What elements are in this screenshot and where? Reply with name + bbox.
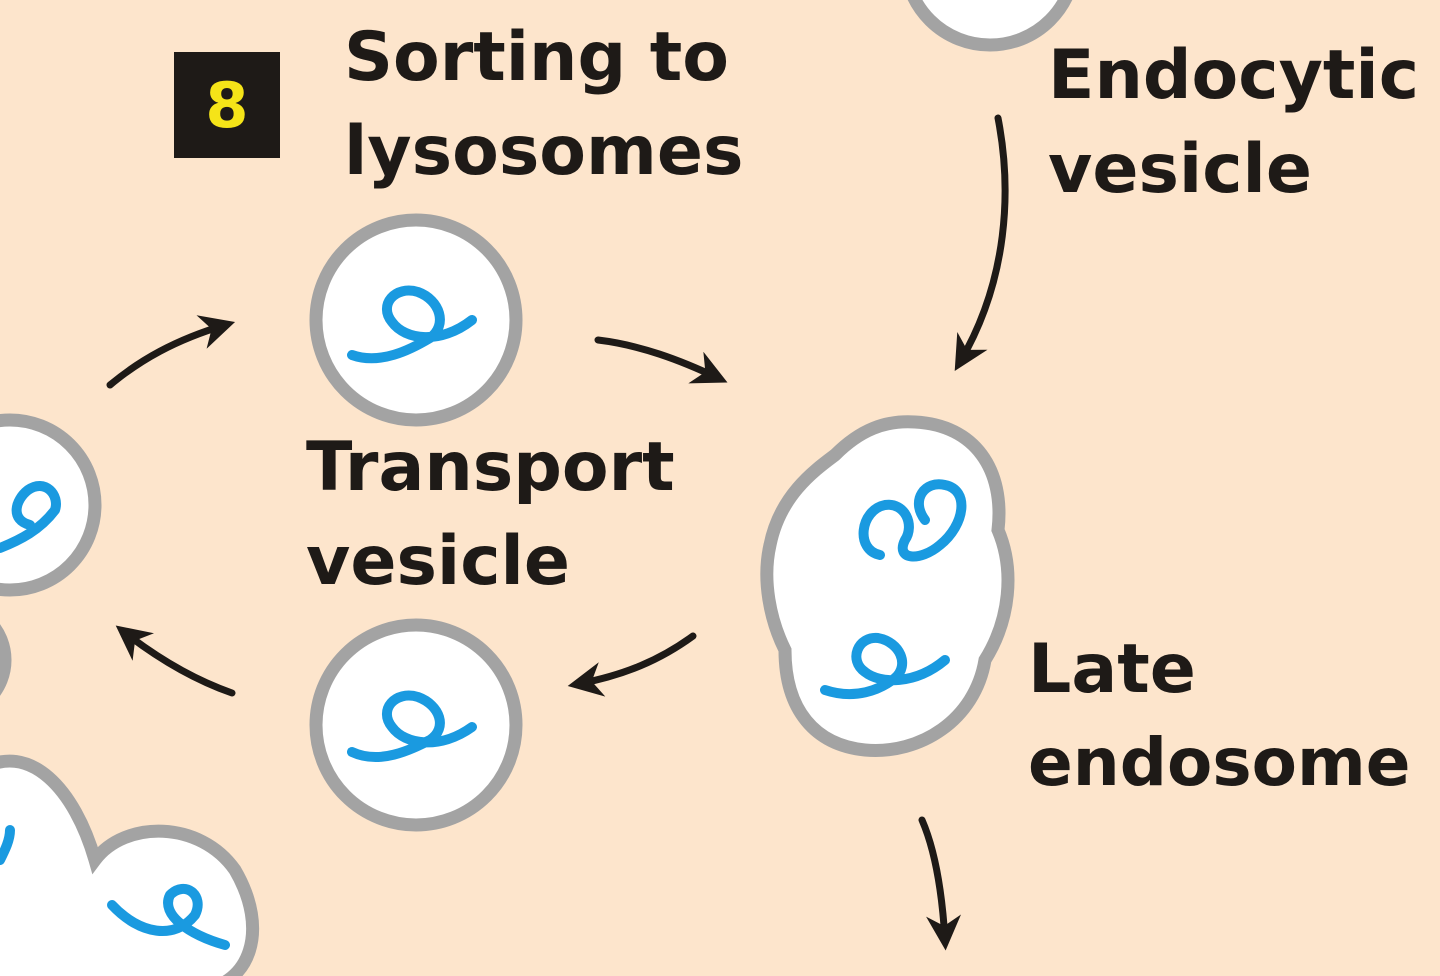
late-endosome-label-line-2: endosome xyxy=(1028,724,1411,801)
arrow-to-left-vesicles xyxy=(115,625,236,697)
late-endosome xyxy=(760,415,1015,757)
cargo-left-mid xyxy=(0,825,15,865)
step-title-line-2: lysosomes xyxy=(344,112,744,191)
transport-vesicle-lower xyxy=(309,618,523,832)
endocytic-vesicle-label-line-2: vesicle xyxy=(1048,130,1312,209)
cargo-endosome-lower xyxy=(820,632,950,699)
arrow-to-late-endosome xyxy=(594,336,728,384)
transport-vesicle-label-line-2: vesicle xyxy=(306,522,570,601)
arrow-down-from-late-endosome xyxy=(918,816,961,951)
endocytic-vesicle-label-line-1: Endocytic xyxy=(1048,36,1420,115)
step-title-line-1: Sorting to xyxy=(344,18,730,97)
cargo-endosome-upper xyxy=(858,479,967,562)
cargo-transport-upper xyxy=(347,285,477,364)
cargo-transport-lower xyxy=(347,690,477,763)
left-vesicle-upper xyxy=(0,413,102,597)
arrow-from-endocytic-vesicle xyxy=(954,114,1009,372)
transport-vesicle-label-line-1: Transport xyxy=(306,428,675,507)
arrow-to-lower-transport-vesicle xyxy=(567,632,697,697)
arrow-to-upper-transport-vesicle xyxy=(106,315,236,389)
cargo-left-upper xyxy=(0,481,61,553)
late-endosome-label-line-1: Late xyxy=(1028,630,1196,709)
cargo-left-lower xyxy=(107,884,230,950)
step-number-badge: 8 xyxy=(174,52,280,158)
endocytic-vesicle-top xyxy=(907,0,1073,52)
transport-vesicle-upper xyxy=(309,213,523,427)
left-vesicle-mid-edge xyxy=(0,624,12,696)
